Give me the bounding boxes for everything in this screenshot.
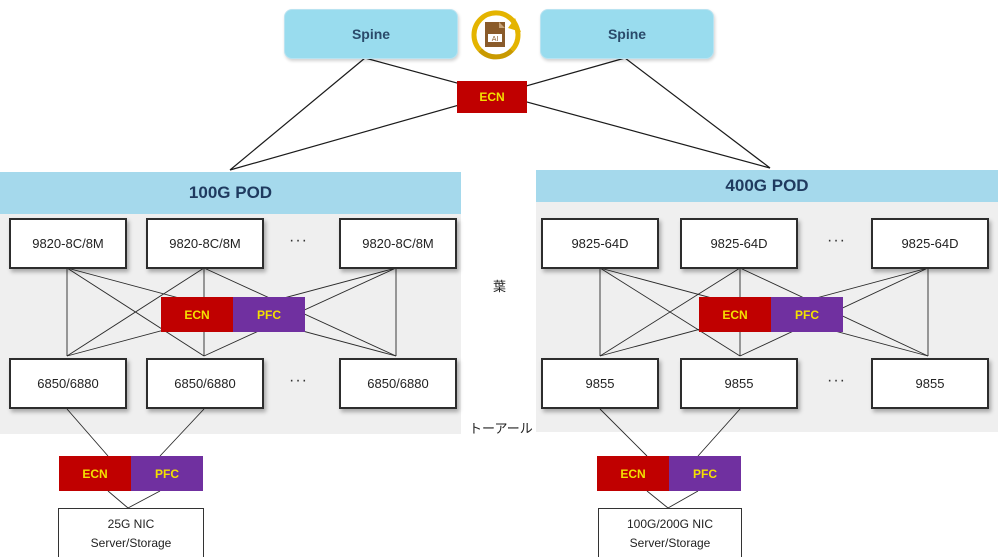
pod-100g-tor-ellipsis: ··· bbox=[289, 372, 308, 389]
pod-400g-leaf-2: 9825-64D bbox=[680, 218, 798, 269]
pod-100g-nic-line2: Server/Storage bbox=[90, 536, 172, 550]
pod-400g-mid-ecn-badge: ECN bbox=[699, 297, 771, 332]
pod-100g-leaf-1: 9820-8C/8M bbox=[9, 218, 127, 269]
pod-400g-leaf-3: 9825-64D bbox=[871, 218, 989, 269]
tor-label: トーアール bbox=[469, 421, 533, 436]
pod-100g-mid-ecn-badge: ECN bbox=[161, 297, 233, 332]
pod-400g-bottom-ecn-badge: ECN bbox=[597, 456, 669, 491]
pod-100g-nic-box: 25G NIC Server/Storage bbox=[58, 508, 204, 557]
leaf-label: 葉 bbox=[493, 279, 507, 294]
pod-100g-leaf-2: 9820-8C/8M bbox=[146, 218, 264, 269]
pod-100g-bottom-ecn-badge: ECN bbox=[59, 456, 131, 491]
ai-icon-text: AI bbox=[492, 36, 499, 43]
pod-100g-tor-3: 6850/6880 bbox=[339, 358, 457, 409]
pod-100g-tor-2: 6850/6880 bbox=[146, 358, 264, 409]
pod-400g-tor-2: 9855 bbox=[680, 358, 798, 409]
pod-100g-leaf-ellipsis: ··· bbox=[289, 232, 308, 249]
pod-400g-leaf-1: 9825-64D bbox=[541, 218, 659, 269]
spine-left: Spine bbox=[284, 9, 458, 59]
pod-400g-mid-pfc-badge: PFC bbox=[771, 297, 843, 332]
pod-100g-bottom-pfc-badge: PFC bbox=[131, 456, 203, 491]
pod-400g-nic-line1: 100G/200G NIC bbox=[626, 517, 714, 531]
spine-ecn-badge: ECN bbox=[457, 81, 527, 113]
pod-400g-tor-ellipsis: ··· bbox=[827, 372, 846, 389]
spine-right: Spine bbox=[540, 9, 714, 59]
pod-100g-mid-pfc-badge: PFC bbox=[233, 297, 305, 332]
pod-100g-tor-1: 6850/6880 bbox=[9, 358, 127, 409]
ai-file-refresh-icon: AI bbox=[466, 6, 526, 66]
pod-400g-bottom-pfc-badge: PFC bbox=[669, 456, 741, 491]
pod-100g-title: 100G POD bbox=[0, 172, 461, 214]
pod-400g-tor-3: 9855 bbox=[871, 358, 989, 409]
pod-100g-leaf-3: 9820-8C/8M bbox=[339, 218, 457, 269]
pod-400g-nic-box: 100G/200G NIC Server/Storage bbox=[598, 508, 742, 557]
pod-400g-title: 400G POD bbox=[536, 170, 998, 202]
pod-100g-nic-line1: 25G NIC bbox=[107, 517, 155, 531]
pod-400g-tor-1: 9855 bbox=[541, 358, 659, 409]
pod-400g-leaf-ellipsis: ··· bbox=[827, 232, 846, 249]
pod-400g-nic-line2: Server/Storage bbox=[629, 536, 711, 550]
